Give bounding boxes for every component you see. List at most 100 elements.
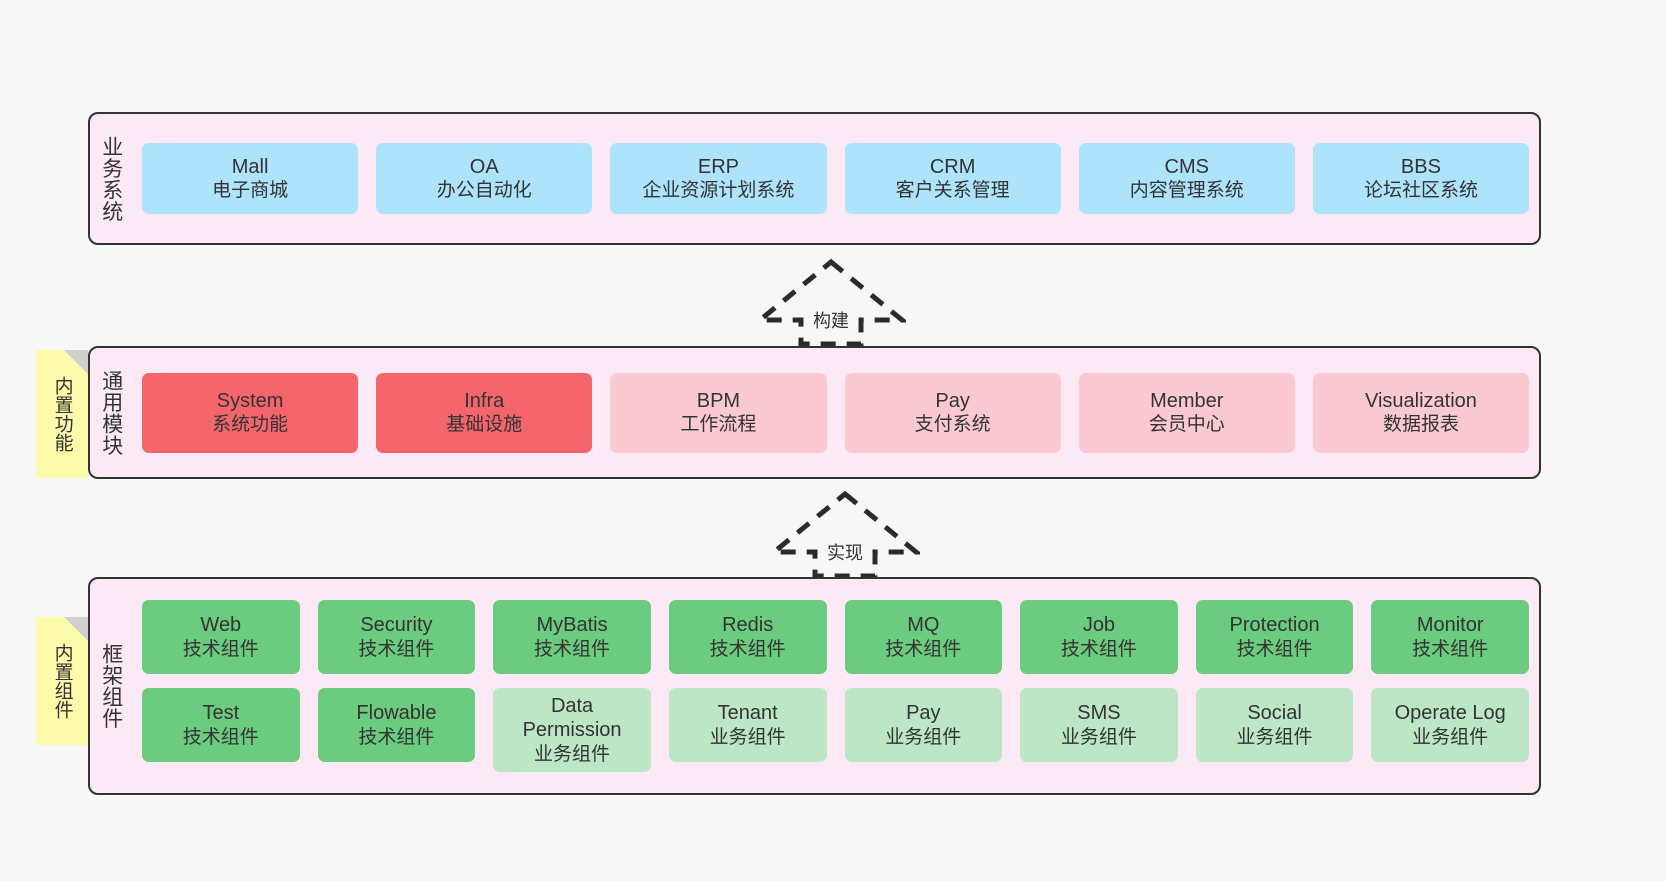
card-security-subtitle: 技术组件 [358, 638, 435, 660]
card-mall-title: Mall [231, 155, 269, 178]
layer-common-module: 通用模块 System 系统功能 Infra 基础设施 BPM 工作流程 [88, 346, 1541, 479]
card-test[interactable]: Test 技术组件 [142, 688, 300, 763]
card-grid-framework-component: Web 技术组件 Security 技术组件 MyBatis 技术组件 Redi… [142, 579, 1529, 793]
card-member[interactable]: Member 会员中心 [1078, 372, 1295, 453]
card-job-title: Job [1082, 614, 1116, 637]
card-operate-log-subtitle: 业务组件 [1412, 726, 1489, 748]
card-mybatis[interactable]: MyBatis 技术组件 [493, 600, 651, 675]
card-redis-subtitle: 技术组件 [709, 638, 786, 660]
arrow-implement-label: 实现 [827, 543, 863, 563]
card-pay-component-title: Pay [906, 702, 941, 725]
card-mq[interactable]: MQ 技术组件 [844, 600, 1003, 675]
card-erp-title: ERP [697, 155, 739, 178]
layer-framework-component: 框架组件 Web 技术组件 Security 技术组件 MyBatis 技术组件 [88, 577, 1541, 795]
card-system-title: System [216, 389, 284, 412]
card-operate-log-title: Operate Log [1394, 702, 1506, 725]
card-sms-title: SMS [1077, 702, 1121, 725]
card-bpm[interactable]: BPM 工作流程 [610, 372, 827, 453]
card-monitor-subtitle: 技术组件 [1412, 638, 1489, 660]
card-pay-module-title: Pay [935, 389, 970, 412]
card-job-subtitle: 技术组件 [1060, 638, 1137, 660]
card-cms-subtitle: 内容管理系统 [1129, 180, 1244, 202]
card-security-title: Security [360, 614, 433, 637]
card-tenant-subtitle: 业务组件 [709, 726, 786, 748]
arrow-build: 构建 [752, 258, 910, 347]
card-operate-log[interactable]: Operate Log 业务组件 [1371, 688, 1529, 763]
layer-body-framework-component: Web 技术组件 Security 技术组件 MyBatis 技术组件 Redi… [132, 579, 1539, 793]
card-infra[interactable]: Infra 基础设施 [376, 372, 593, 453]
card-mall[interactable]: Mall 电子商城 [142, 143, 359, 214]
card-test-subtitle: 技术组件 [182, 726, 259, 748]
card-row-tech-components: Web 技术组件 Security 技术组件 MyBatis 技术组件 Redi… [142, 600, 1529, 675]
card-tenant[interactable]: Tenant 业务组件 [668, 688, 827, 763]
card-data-permission[interactable]: Data Permission 业务组件 [493, 688, 651, 772]
card-flowable[interactable]: Flowable 技术组件 [317, 688, 476, 763]
card-pay-component[interactable]: Pay 业务组件 [844, 688, 1003, 763]
note-builtin-features: 内置功能 [36, 350, 88, 478]
card-oa[interactable]: OA 办公自动化 [376, 143, 593, 214]
card-infra-title: Infra [464, 389, 505, 412]
layer-title-framework-component: 框架组件 [99, 643, 123, 729]
card-protection-subtitle: 技术组件 [1236, 638, 1313, 660]
layer-title-common-module: 通用模块 [99, 369, 123, 456]
card-row-business-components: Test 技术组件 Flowable 技术组件 Data Permission … [142, 688, 1529, 772]
card-member-title: Member [1150, 389, 1224, 412]
card-cms[interactable]: CMS 内容管理系统 [1078, 143, 1295, 214]
card-crm[interactable]: CRM 客户关系管理 [844, 143, 1061, 214]
card-social[interactable]: Social 业务组件 [1195, 688, 1354, 763]
card-oa-subtitle: 办公自动化 [436, 180, 532, 202]
card-redis[interactable]: Redis 技术组件 [668, 600, 827, 675]
card-infra-subtitle: 基础设施 [446, 414, 523, 436]
card-web[interactable]: Web 技术组件 [142, 600, 300, 675]
card-grid-business-system: Mall 电子商城 OA 办公自动化 ERP 企业资源计划系统 CRM 客户关系… [142, 114, 1530, 243]
note-fold-corner-icon [64, 617, 88, 641]
card-flowable-subtitle: 技术组件 [358, 726, 435, 748]
card-bbs-title: BBS [1400, 155, 1441, 178]
card-erp-subtitle: 企业资源计划系统 [642, 180, 795, 202]
card-tenant-title: Tenant [717, 702, 778, 725]
card-web-subtitle: 技术组件 [182, 638, 259, 660]
card-visualization-title: Visualization [1364, 389, 1477, 412]
card-bpm-title: BPM [696, 389, 741, 412]
card-monitor[interactable]: Monitor 技术组件 [1371, 600, 1529, 675]
card-mybatis-subtitle: 技术组件 [534, 638, 611, 660]
arrow-implement-icon [766, 490, 924, 579]
card-sms[interactable]: SMS 业务组件 [1020, 688, 1178, 763]
layer-body-business-system: Mall 电子商城 OA 办公自动化 ERP 企业资源计划系统 CRM 客户关系… [132, 114, 1539, 243]
card-member-subtitle: 会员中心 [1148, 414, 1225, 436]
card-grid-common-module: System 系统功能 Infra 基础设施 BPM 工作流程 Pay 支付系统 [142, 348, 1530, 477]
card-pay-module[interactable]: Pay 支付系统 [844, 372, 1061, 453]
card-erp[interactable]: ERP 企业资源计划系统 [610, 143, 827, 214]
card-cms-title: CMS [1164, 155, 1209, 178]
card-system-subtitle: 系统功能 [212, 414, 289, 436]
card-bbs-subtitle: 论坛社区系统 [1363, 180, 1478, 202]
arrow-implement: 实现 [766, 490, 924, 579]
layer-body-common-module: System 系统功能 Infra 基础设施 BPM 工作流程 Pay 支付系统 [132, 348, 1539, 477]
card-redis-title: Redis [722, 614, 774, 637]
layer-title-business-system: 业务系统 [99, 135, 123, 222]
card-visualization[interactable]: Visualization 数据报表 [1312, 372, 1530, 453]
card-pay-module-subtitle: 支付系统 [914, 414, 991, 436]
card-job[interactable]: Job 技术组件 [1020, 600, 1178, 675]
card-crm-subtitle: 客户关系管理 [895, 180, 1010, 202]
card-crm-title: CRM [929, 155, 976, 178]
card-system[interactable]: System 系统功能 [142, 372, 359, 453]
note-builtin-components: 内置组件 [36, 617, 88, 745]
card-oa-title: OA [469, 155, 499, 178]
card-protection-title: Protection [1229, 614, 1320, 637]
arrow-build-label: 构建 [813, 311, 849, 331]
card-bbs[interactable]: BBS 论坛社区系统 [1312, 143, 1530, 214]
card-social-subtitle: 业务组件 [1236, 726, 1313, 748]
note-fold-corner-icon [64, 350, 88, 374]
card-flowable-title: Flowable [356, 702, 437, 725]
card-protection[interactable]: Protection 技术组件 [1195, 600, 1354, 675]
card-test-title: Test [202, 702, 240, 725]
card-row-business-system: Mall 电子商城 OA 办公自动化 ERP 企业资源计划系统 CRM 客户关系… [142, 143, 1530, 214]
card-mq-subtitle: 技术组件 [885, 638, 962, 660]
card-row-common-module: System 系统功能 Infra 基础设施 BPM 工作流程 Pay 支付系统 [142, 372, 1530, 453]
card-security[interactable]: Security 技术组件 [317, 600, 476, 675]
card-visualization-subtitle: 数据报表 [1382, 414, 1459, 436]
note-builtin-components-label: 内置组件 [51, 643, 73, 719]
card-mall-subtitle: 电子商城 [212, 180, 289, 202]
